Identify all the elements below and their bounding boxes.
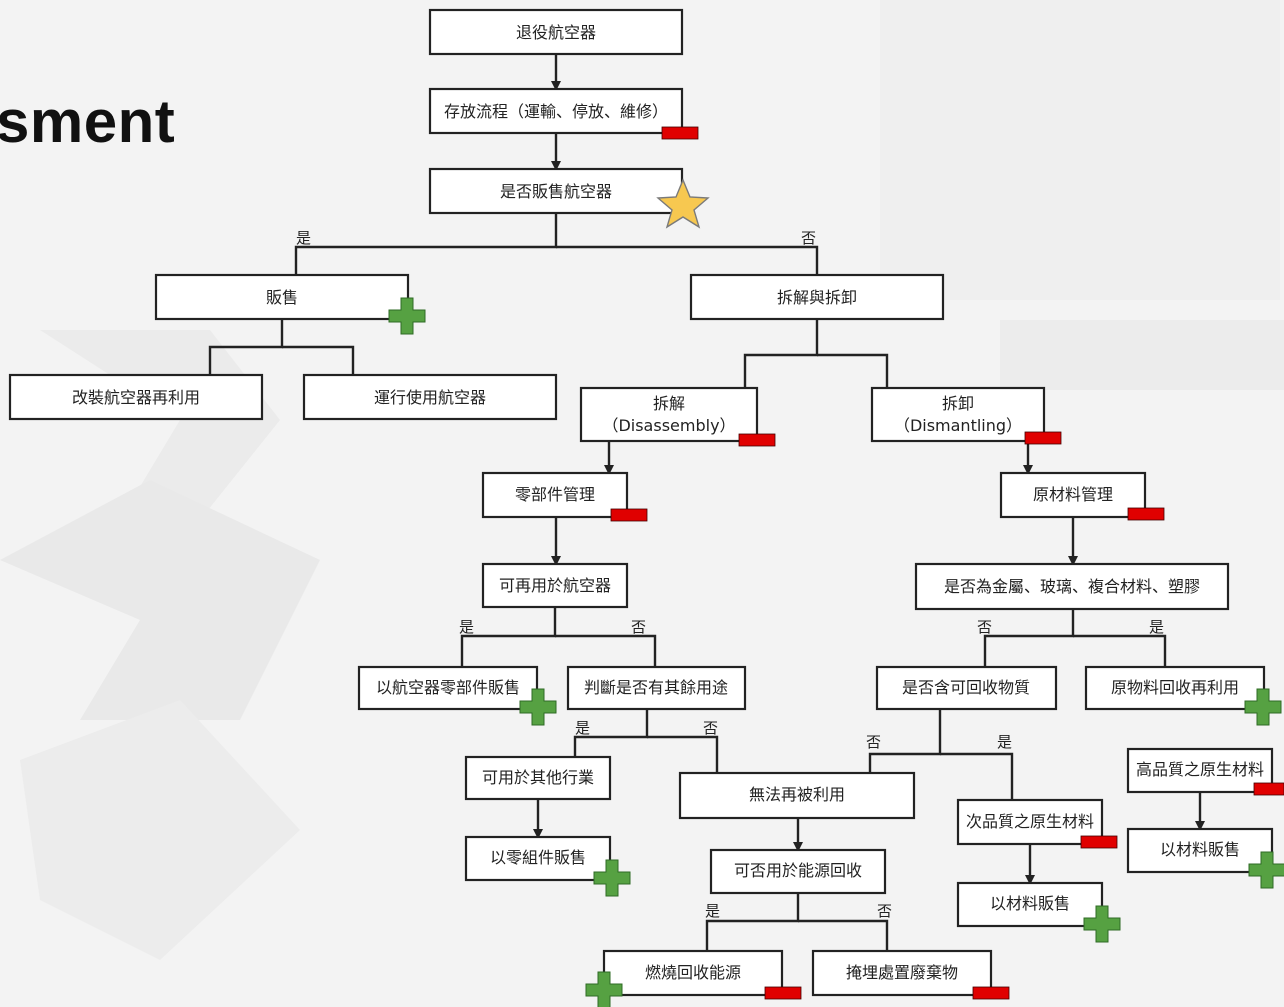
node-material-recycle: 原物料回收再利用 (1084, 665, 1266, 711)
label-no-other-use: 否 (631, 618, 646, 636)
label-yes-material: 是 (1149, 618, 1164, 636)
svg-text:拆卸: 拆卸 (942, 394, 974, 413)
node-sell-material-mid: 以材料販售 (956, 881, 1104, 928)
minus-icon (661, 126, 699, 140)
svg-text:退役航空器: 退役航空器 (516, 23, 596, 42)
svg-text:次品質之原生材料: 次品質之原生材料 (966, 812, 1094, 831)
minus-icon (764, 986, 802, 1000)
node-material-question: 是否為金屬、玻璃、複合材料、塑膠 (914, 562, 1230, 611)
node-landfill: 掩埋處置廢棄物 (811, 949, 993, 997)
label-no-recyclable-2: 否 (866, 733, 881, 751)
svg-text:是否販售航空器: 是否販售航空器 (500, 182, 612, 201)
svg-text:判斷是否有其餘用途: 判斷是否有其餘用途 (584, 678, 728, 697)
label-yes-other-industry: 是 (575, 719, 590, 737)
svg-text:原材料管理: 原材料管理 (1033, 485, 1113, 504)
svg-text:燃燒回收能源: 燃燒回收能源 (645, 963, 741, 982)
node-other-use-question: 判斷是否有其餘用途 (566, 665, 747, 711)
node-storage: 存放流程（運輸、停放、維修） (428, 87, 684, 135)
svg-text:高品質之原生材料: 高品質之原生材料 (1136, 760, 1264, 779)
label-no-landfill: 否 (877, 902, 892, 920)
branch-labels: 是 否 是 否 否 是 是 否 否 是 是 否 (296, 229, 1164, 920)
red-minus-markers (610, 126, 1284, 1000)
svg-text:拆解: 拆解 (653, 394, 685, 413)
node-sell: 販售 (154, 273, 410, 321)
svg-text:是否含可回收物質: 是否含可回收物質 (902, 678, 1030, 697)
svg-text:是否為金屬、玻璃、複合材料、塑膠: 是否為金屬、玻璃、複合材料、塑膠 (944, 577, 1200, 596)
connectors (208, 54, 1205, 951)
node-energy-question: 可否用於能源回收 (709, 848, 887, 895)
node-recyclable-question: 是否含可回收物質 (875, 665, 1058, 711)
svg-text:（Disassembly）: （Disassembly） (602, 416, 735, 435)
minus-icon (610, 508, 648, 522)
svg-text:可再用於航空器: 可再用於航空器 (499, 576, 611, 595)
node-high-quality: 高品質之原生材料 (1126, 747, 1274, 794)
svg-text:原物料回收再利用: 原物料回收再利用 (1111, 678, 1239, 697)
node-dismantling: 拆卸 （Dismantling） (870, 386, 1046, 443)
minus-icon (1127, 507, 1165, 521)
svg-text:（Dismantling）: （Dismantling） (894, 416, 1022, 435)
label-yes-sell: 是 (296, 229, 311, 247)
node-sell-question: 是否販售航空器 (428, 167, 684, 215)
minus-icon (1080, 835, 1118, 849)
label-no-disassemble: 否 (801, 229, 816, 247)
node-disassembly: 拆解 （Disassembly） (579, 386, 759, 443)
minus-icon (1253, 782, 1284, 796)
label-yes-low-quality: 是 (997, 733, 1012, 751)
minus-icon (738, 433, 776, 447)
node-disassemble: 拆解與拆卸 (689, 273, 945, 321)
svg-text:販售: 販售 (266, 288, 298, 307)
node-no-reuse: 無法再被利用 (678, 771, 916, 820)
flow-nodes: 退役航空器 存放流程（運輸、停放、維修） 是否販售航空器 販售 拆解與拆卸 改裝… (8, 8, 1274, 997)
label-yes-parts: 是 (459, 618, 474, 636)
node-refit: 改裝航空器再利用 (8, 373, 264, 421)
minus-icon (972, 986, 1010, 1000)
slide-heading: sment (0, 88, 176, 155)
svg-text:可用於其他行業: 可用於其他行業 (482, 768, 594, 787)
node-sell-parts: 以航空器零部件販售 (357, 665, 539, 711)
node-low-quality: 次品質之原生材料 (956, 798, 1104, 846)
node-operate: 運行使用航空器 (302, 373, 558, 421)
svg-text:零部件管理: 零部件管理 (515, 485, 595, 504)
node-other-industry: 可用於其他行業 (464, 755, 612, 801)
node-reuse-question: 可再用於航空器 (481, 562, 629, 609)
star-icon (656, 178, 710, 229)
node-material-management: 原材料管理 (999, 471, 1147, 519)
svg-text:以材料販售: 以材料販售 (1160, 840, 1240, 859)
svg-text:拆解與拆卸: 拆解與拆卸 (777, 288, 857, 307)
svg-text:以零組件販售: 以零組件販售 (490, 848, 586, 867)
svg-text:運行使用航空器: 運行使用航空器 (374, 388, 486, 407)
node-incinerate: 燃燒回收能源 (602, 949, 784, 997)
label-no-recyclable: 否 (977, 618, 992, 636)
svg-text:以航空器零部件販售: 以航空器零部件販售 (376, 678, 520, 697)
svg-text:無法再被利用: 無法再被利用 (749, 785, 845, 804)
label-no-no-reuse: 否 (703, 719, 718, 737)
svg-text:掩埋處置廢棄物: 掩埋處置廢棄物 (846, 963, 958, 982)
node-sell-components: 以零組件販售 (464, 835, 612, 882)
label-yes-incinerate: 是 (705, 902, 720, 920)
node-retire: 退役航空器 (428, 8, 684, 56)
svg-text:改裝航空器再利用: 改裝航空器再利用 (72, 388, 200, 407)
svg-text:可否用於能源回收: 可否用於能源回收 (734, 861, 862, 880)
node-sell-material-right: 以材料販售 (1126, 827, 1274, 874)
node-parts-management: 零部件管理 (481, 471, 629, 519)
minus-icon (1024, 431, 1062, 445)
svg-text:以材料販售: 以材料販售 (990, 894, 1070, 913)
svg-text:存放流程（運輸、停放、維修）: 存放流程（運輸、停放、維修） (444, 102, 668, 121)
